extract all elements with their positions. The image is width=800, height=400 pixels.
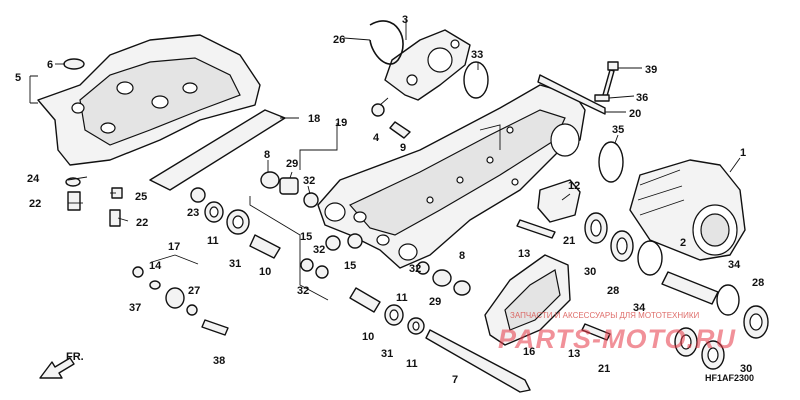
callout-5: 5 xyxy=(15,72,21,84)
callout-11-a: 11 xyxy=(207,235,219,247)
callout-34-b: 34 xyxy=(728,259,741,271)
circlip xyxy=(369,20,404,65)
callout-39: 39 xyxy=(645,64,657,76)
callout-29-b: 29 xyxy=(429,296,441,308)
callout-36: 36 xyxy=(636,92,648,104)
pivot-bolt xyxy=(425,329,531,393)
watermark-logo: PARTS-MOTO.RU xyxy=(498,324,737,354)
front-direction-indicator: FR. xyxy=(39,351,84,379)
direction-label: FR. xyxy=(66,351,84,363)
callout-4: 4 xyxy=(373,132,380,144)
callout-33: 33 xyxy=(471,49,483,61)
callout-12: 12 xyxy=(568,180,580,192)
callout-23: 23 xyxy=(187,207,199,219)
callout-27: 27 xyxy=(188,285,200,297)
callout-32-b: 32 xyxy=(313,244,325,256)
callout-21-a: 21 xyxy=(563,235,575,247)
callout-14: 14 xyxy=(149,260,162,272)
callout-18: 18 xyxy=(308,113,320,125)
callout-6: 6 xyxy=(47,59,53,71)
callout-32-a: 32 xyxy=(303,175,315,187)
callout-13-b: 13 xyxy=(568,348,580,360)
callout-11-c: 11 xyxy=(406,358,418,370)
callout-8-a: 8 xyxy=(264,149,270,161)
callout-19: 19 xyxy=(335,117,347,129)
chain-guard xyxy=(484,254,571,346)
axle-housing xyxy=(629,159,746,261)
callout-35: 35 xyxy=(612,124,624,136)
callout-28-b: 28 xyxy=(752,277,764,289)
callout-10-a: 10 xyxy=(259,266,271,278)
arrow-icon xyxy=(39,357,75,379)
callout-13-a: 13 xyxy=(518,248,530,260)
callout-34-a: 34 xyxy=(633,302,646,314)
diagram-code: HF1AF2300 xyxy=(705,373,754,383)
callout-2: 2 xyxy=(680,237,686,249)
callout-10-b: 10 xyxy=(362,331,374,343)
seal-ring xyxy=(598,141,624,183)
callout-32-c: 32 xyxy=(297,285,309,297)
callout-15-a: 15 xyxy=(300,231,312,243)
callout-21-b: 21 xyxy=(598,363,610,375)
callout-24: 24 xyxy=(27,173,40,185)
callout-17: 17 xyxy=(168,241,180,253)
callout-7: 7 xyxy=(452,374,458,386)
leader-lines xyxy=(29,19,741,301)
cover-12 xyxy=(537,179,581,223)
callout-28-a: 28 xyxy=(607,285,619,297)
callout-labels: 1 2 3 4 5 6 7 8 8 9 10 10 11 11 11 12 13… xyxy=(15,14,764,386)
callout-38: 38 xyxy=(213,355,225,367)
watermark-subtitle: ЗАПЧАСТИ И АКСЕССУАРЫ ДЛЯ МОТОТЕХНИКИ xyxy=(510,311,700,320)
callout-26: 26 xyxy=(333,34,345,46)
o-ring xyxy=(463,61,489,99)
callout-16: 16 xyxy=(523,346,535,358)
callout-8-b: 8 xyxy=(459,250,465,262)
callout-30-a: 30 xyxy=(584,266,596,278)
callout-37: 37 xyxy=(129,302,141,314)
callout-31-a: 31 xyxy=(229,258,241,270)
callout-32-d: 32 xyxy=(409,263,421,275)
callout-20: 20 xyxy=(629,108,641,120)
callout-29-a: 29 xyxy=(286,158,298,170)
callout-11-b: 11 xyxy=(396,292,408,304)
watermark: ЗАПЧАСТИ И АКСЕССУАРЫ ДЛЯ МОТОТЕХНИКИ PA… xyxy=(498,311,737,354)
caliper-bracket xyxy=(384,29,471,101)
bearing-set xyxy=(584,212,769,370)
callout-22-a: 22 xyxy=(29,198,41,210)
callout-1: 1 xyxy=(740,147,746,159)
pivot-bushings xyxy=(190,171,471,335)
callout-15-b: 15 xyxy=(344,260,356,272)
callout-30-b: 30 xyxy=(740,363,752,375)
callout-9: 9 xyxy=(400,142,406,154)
swingarm xyxy=(317,84,586,269)
bolt-assembly-39 xyxy=(537,61,619,115)
skid-plate xyxy=(37,34,261,166)
callout-3: 3 xyxy=(402,14,408,26)
callout-22-b: 22 xyxy=(136,217,148,229)
callout-31-b: 31 xyxy=(381,348,393,360)
callout-25: 25 xyxy=(135,191,147,203)
